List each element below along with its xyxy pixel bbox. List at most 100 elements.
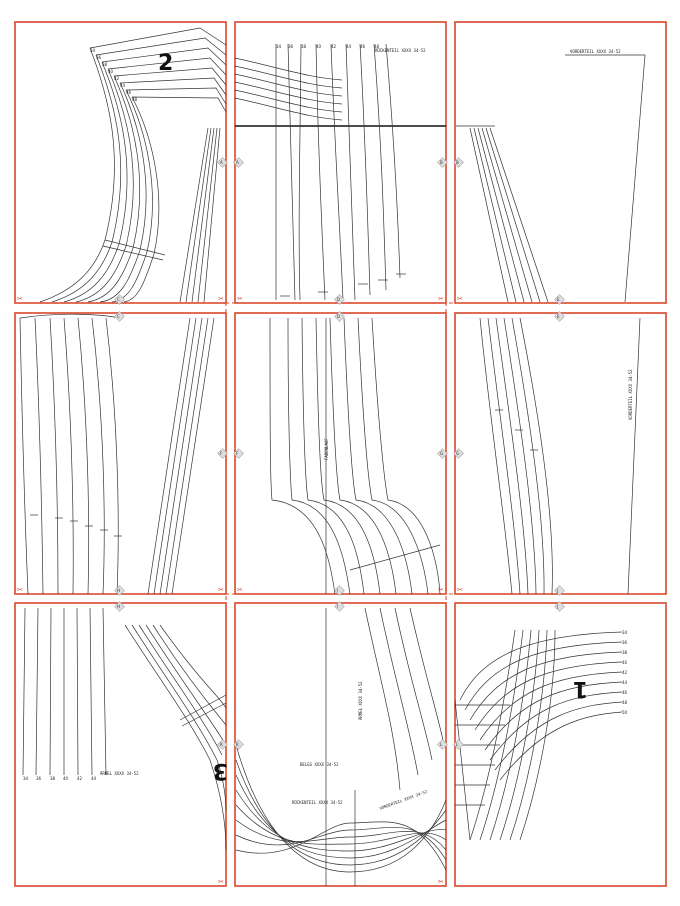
tile-5-lines	[269, 317, 441, 595]
marker-j-bottom: J	[554, 601, 565, 612]
svg-text:G: G	[440, 451, 443, 456]
tile-8-label-4: VORDERTEIL XXXX 34-52	[379, 789, 429, 811]
marker-i-bottom: I	[334, 601, 345, 612]
svg-text:C: C	[117, 297, 120, 302]
svg-text:D: D	[337, 297, 340, 302]
tile-8-lines	[235, 607, 447, 886]
tile-6-label: VORDERTEIL XXXX 34-52	[628, 369, 633, 420]
tile-2-label: RÜCKENTEIL XXXX 34-52	[375, 48, 426, 53]
svg-text:L: L	[456, 742, 459, 747]
marker-l-right: L	[453, 739, 464, 750]
marker-f-left: F	[217, 448, 228, 459]
piece-number-3: 3	[213, 758, 228, 783]
scissors-icon: ✂	[218, 295, 224, 303]
svg-text:36: 36	[288, 44, 294, 49]
tile-grid	[14, 21, 667, 887]
svg-text:I: I	[337, 604, 338, 609]
marker-j-top: J	[554, 585, 565, 596]
overlap-lines	[15, 22, 666, 886]
svg-text:H: H	[117, 588, 120, 593]
marker-a-right: A	[233, 157, 244, 168]
marker-b-left: B	[437, 157, 448, 168]
svg-text:E: E	[557, 314, 560, 319]
scissors-icon: ✂	[457, 295, 463, 303]
svg-text:34: 34	[90, 48, 96, 53]
scissors-icon: ✂	[438, 586, 444, 594]
marker-b-right: B	[453, 157, 464, 168]
svg-text:34: 34	[622, 630, 628, 635]
marker-l-left: L	[437, 739, 448, 750]
size-labels-tile-2: 34 36 38 40 42 44 46 48	[276, 44, 380, 49]
tile-2	[234, 21, 447, 304]
svg-text:46: 46	[126, 90, 132, 95]
tile-8-label-1: BELEG XXXX 34-52	[300, 762, 339, 767]
svg-text:40: 40	[622, 660, 628, 665]
marker-e-top: E	[554, 294, 565, 305]
marker-g-right: G	[453, 448, 464, 459]
svg-text:K: K	[236, 742, 239, 747]
svg-text:44: 44	[91, 776, 97, 781]
tile-8-label-2: ÄRMEL XXXX 34-52	[358, 681, 363, 720]
marker-k-left: K	[217, 739, 228, 750]
cut-marks: ✂ ✂ ✂ ✂ ✂ ✂ ✂ ✂ ✂ ✂ ✂ ✂	[17, 295, 463, 886]
scissors-icon: ✂	[218, 586, 224, 594]
svg-text:H: H	[117, 604, 120, 609]
tile-6-lines	[479, 317, 641, 595]
tile-3-lines	[456, 54, 646, 303]
svg-text:36: 36	[96, 55, 102, 60]
svg-text:44: 44	[346, 44, 352, 49]
tile-3	[454, 21, 667, 304]
svg-text:D: D	[337, 314, 340, 319]
tile-9	[454, 602, 667, 887]
svg-text:J: J	[556, 588, 558, 593]
svg-text:40: 40	[63, 776, 69, 781]
svg-text:34: 34	[23, 776, 29, 781]
svg-text:38: 38	[102, 62, 108, 67]
scissors-icon: ✂	[438, 295, 444, 303]
scissors-icon: ✂	[218, 878, 224, 886]
tile-7-label: ÄRMEL XXXX 34-52	[100, 771, 139, 776]
tile-3-label: VORDERTEIL XXXX 34-52	[570, 49, 621, 54]
svg-text:38: 38	[50, 776, 56, 781]
size-labels-tile-1: 34 36 38 40 42 44 46 48	[90, 48, 138, 102]
svg-text:B: B	[456, 160, 459, 165]
svg-text:34: 34	[276, 44, 282, 49]
svg-text:G: G	[456, 451, 459, 456]
scissors-icon: ✂	[438, 878, 444, 886]
tile-8-label-3: RÜCKENTEIL XXXX 34-52	[292, 800, 343, 805]
piece-number-2: 2	[158, 51, 173, 76]
svg-text:44: 44	[622, 680, 628, 685]
svg-text:E: E	[557, 297, 560, 302]
svg-text:F: F	[236, 451, 239, 456]
marker-d-bottom: D	[334, 311, 345, 322]
svg-text:36: 36	[36, 776, 42, 781]
tile-4	[14, 312, 227, 595]
piece-2-curves	[39, 27, 227, 303]
marker-f-right: F	[233, 448, 244, 459]
svg-text:A: A	[236, 160, 239, 165]
svg-text:36: 36	[622, 640, 628, 645]
marker-d-top: D	[334, 294, 345, 305]
svg-text:L: L	[440, 742, 443, 747]
scissors-icon: ✂	[457, 586, 463, 594]
scissors-icon: ✂	[17, 586, 23, 594]
svg-text:K: K	[220, 742, 223, 747]
tile-7	[14, 602, 227, 887]
svg-text:A: A	[220, 160, 223, 165]
marker-c-top: C	[114, 294, 125, 305]
svg-text:48: 48	[622, 700, 628, 705]
svg-text:48: 48	[132, 97, 138, 102]
svg-text:J: J	[556, 604, 558, 609]
size-labels-tile-7: 34 36 38 40 42 44	[23, 776, 97, 781]
svg-text:B: B	[440, 160, 443, 165]
piece-1-curves	[454, 629, 623, 841]
scissors-icon: ✂	[237, 586, 243, 594]
svg-text:42: 42	[77, 776, 83, 781]
svg-text:40: 40	[316, 44, 322, 49]
marker-c-bottom: C	[114, 311, 125, 322]
marker-h-top: H	[114, 585, 125, 596]
tile-4-lines	[19, 313, 215, 595]
svg-text:F: F	[220, 451, 223, 456]
svg-text:50: 50	[622, 710, 628, 715]
